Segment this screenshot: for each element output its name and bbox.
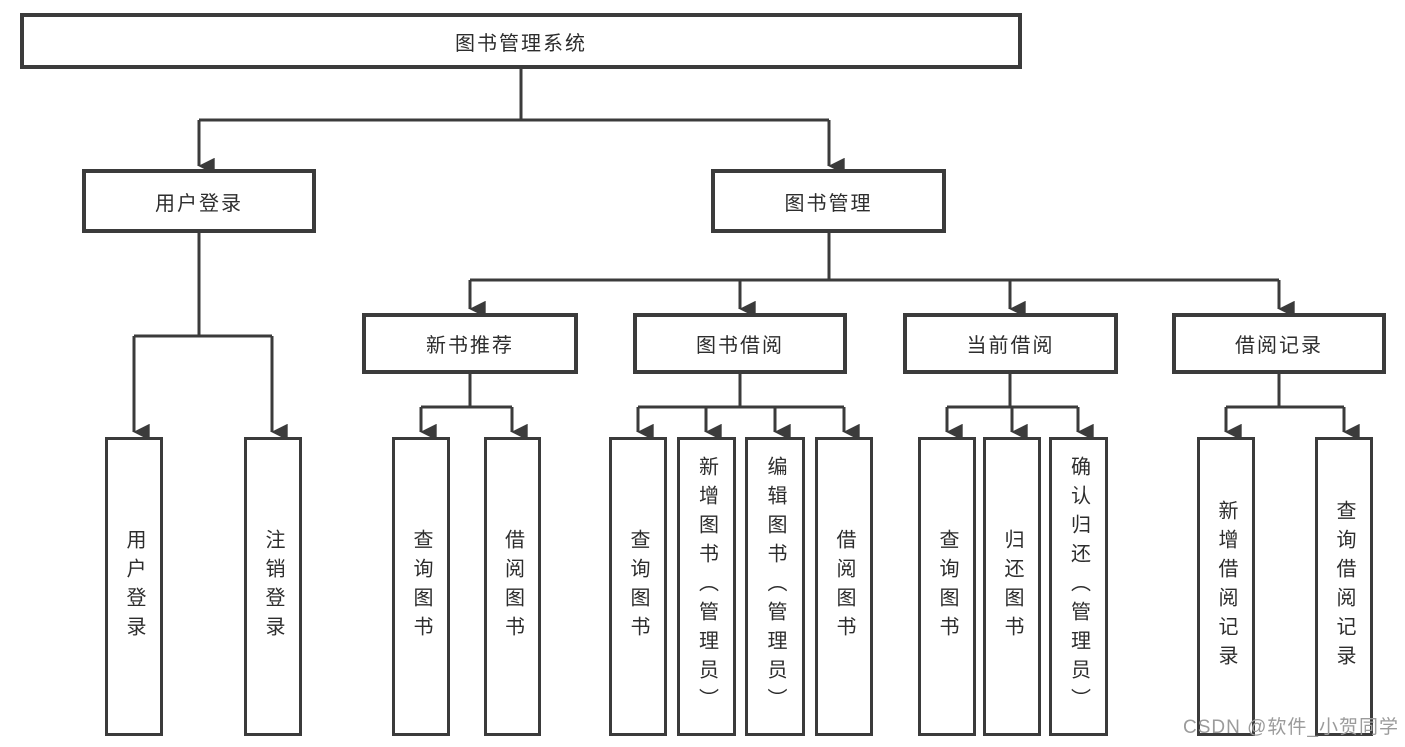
node-label: 新书推荐	[426, 335, 514, 357]
leaf-query-books-recommend: 查询图书	[392, 437, 450, 736]
node-label: 图书管理系统	[455, 32, 587, 55]
leaf-label: 编辑图书（管理员）	[764, 456, 786, 717]
node-label: 借阅记录	[1235, 335, 1323, 357]
leaf-logout: 注销登录	[244, 437, 302, 736]
leaf-label: 新增图书（管理员）	[695, 456, 718, 717]
leaf-borrow-books-borrowing: 借阅图书	[815, 437, 873, 736]
leaf-label: 查询借阅记录	[1333, 499, 1355, 674]
node-new-book-recommendation: 新书推荐	[362, 313, 578, 374]
node-root-library-system: 图书管理系统	[20, 13, 1022, 69]
csdn-watermark: CSDN @软件_小贺同学	[1183, 717, 1399, 738]
node-label: 图书管理	[784, 192, 873, 215]
leaf-label: 查询图书	[627, 528, 649, 645]
leaf-add-borrow-record: 新增借阅记录	[1197, 437, 1255, 736]
node-book-management: 图书管理	[711, 169, 946, 233]
leaf-label: 确认归还（管理员）	[1067, 456, 1090, 717]
leaf-label: 查询图书	[410, 528, 432, 645]
leaf-label: 注销登录	[262, 528, 284, 645]
leaf-query-borrow-record: 查询借阅记录	[1315, 437, 1373, 736]
leaf-label: 借阅图书	[833, 528, 855, 645]
leaf-add-book-admin: 新增图书（管理员）	[677, 437, 736, 736]
leaf-label: 新增借阅记录	[1215, 499, 1237, 674]
leaf-label: 借阅图书	[501, 528, 524, 645]
leaf-label: 用户登录	[123, 528, 145, 645]
node-label: 图书借阅	[696, 335, 784, 357]
node-user-login: 用户登录	[82, 169, 316, 233]
leaf-borrow-books-recommend: 借阅图书	[484, 437, 541, 736]
node-current-borrowing: 当前借阅	[903, 313, 1118, 374]
node-borrowing-records: 借阅记录	[1172, 313, 1386, 374]
node-label: 用户登录	[155, 192, 243, 215]
leaf-label: 归还图书	[1001, 528, 1023, 645]
leaf-return-book: 归还图书	[983, 437, 1041, 736]
leaf-confirm-return-admin: 确认归还（管理员）	[1049, 437, 1108, 736]
leaf-edit-book-admin: 编辑图书（管理员）	[745, 437, 805, 736]
leaf-user-login: 用户登录	[105, 437, 163, 736]
node-label: 当前借阅	[966, 335, 1055, 357]
leaf-label: 查询图书	[936, 528, 958, 645]
leaf-query-books-borrowing: 查询图书	[609, 437, 667, 736]
leaf-query-books-current: 查询图书	[918, 437, 976, 736]
node-book-borrowing: 图书借阅	[633, 313, 847, 374]
